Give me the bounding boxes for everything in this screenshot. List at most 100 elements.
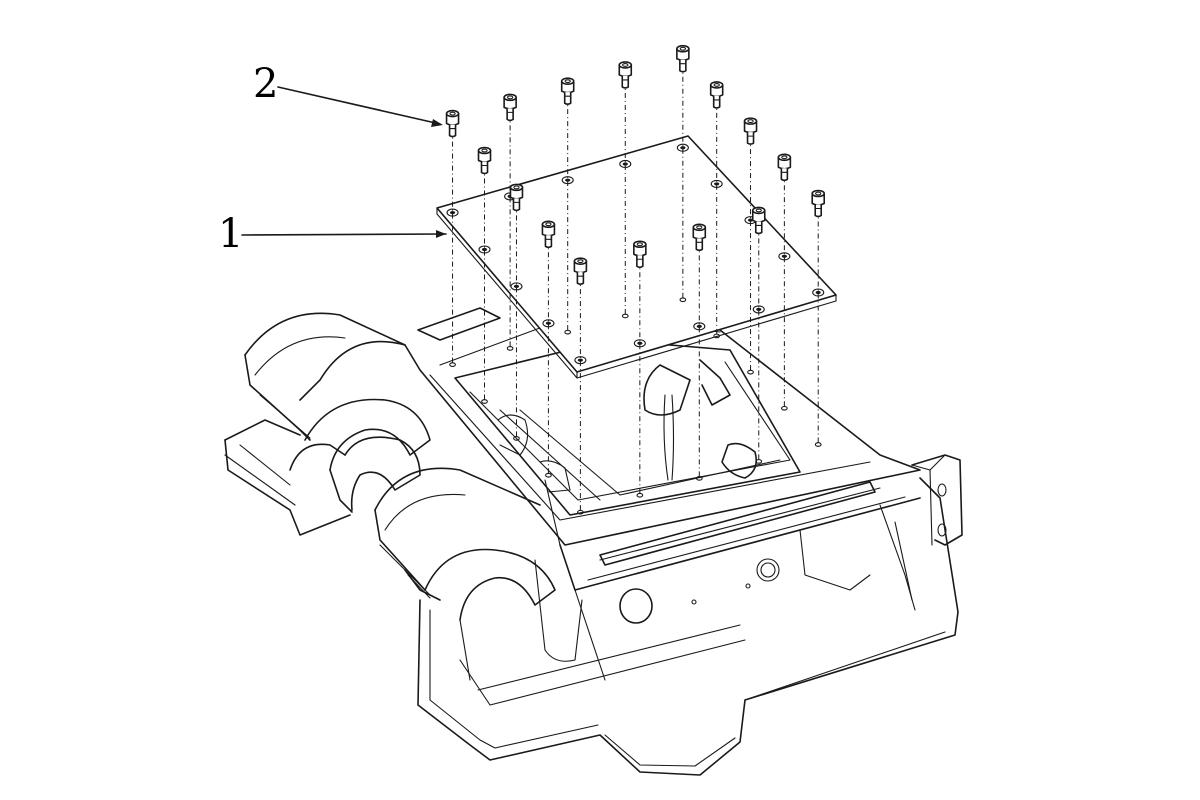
cap-screw [692, 223, 707, 252]
plate-hole-bore [513, 284, 520, 288]
plate-hole-bore [747, 218, 754, 222]
screw-head-top [541, 220, 556, 229]
cap-screw [633, 240, 647, 269]
plate-hole-bore [622, 162, 628, 166]
screw-head-top [445, 109, 460, 118]
hex-socket [622, 62, 629, 67]
screw-shank [695, 238, 704, 252]
plate-hole-bore [756, 307, 762, 312]
cylinder-saddles [244, 312, 583, 681]
housing-hole [695, 475, 703, 481]
hex-socket [545, 222, 552, 227]
screw-head-top [633, 240, 647, 249]
screw-head-top [751, 206, 766, 215]
plate-hole-bore [577, 358, 583, 362]
screw-shank [754, 221, 763, 235]
housing-hole [713, 333, 721, 339]
housing-body [224, 299, 963, 776]
leader-lines [241, 86, 447, 238]
screw-head-top [709, 81, 724, 89]
cap-screw [560, 77, 575, 105]
screw-shank [712, 95, 721, 109]
screw-head-top [676, 44, 690, 53]
cap-screw [751, 206, 766, 235]
hex-socket [755, 208, 762, 213]
screw-head-top [477, 146, 492, 155]
screw-head-top [777, 153, 792, 162]
housing-hole [449, 362, 456, 367]
screw-shank [814, 204, 823, 218]
screw-head-top [811, 189, 826, 198]
housing-hole [545, 472, 552, 478]
screw-head-top [618, 61, 633, 69]
leader-line-1 [241, 233, 447, 236]
screw-shank [746, 132, 755, 145]
plate-hole-bore [714, 182, 720, 186]
cap-screw [709, 81, 724, 109]
housing-hole [577, 509, 584, 515]
hex-socket [564, 79, 571, 84]
cap-screw [445, 109, 460, 138]
screw-shank [512, 198, 521, 212]
housing-hole [564, 329, 572, 335]
screw-shank [506, 108, 514, 122]
cap-screw [743, 117, 758, 145]
screw-shank [576, 272, 585, 285]
plate-hole-bore [481, 247, 488, 252]
hex-socket [636, 242, 643, 247]
housing-hole [636, 492, 644, 498]
hex-socket [481, 148, 488, 153]
plate-hole-bore [815, 290, 821, 295]
hex-socket [781, 155, 788, 160]
hex-socket [747, 119, 754, 124]
screw-shank [621, 75, 630, 89]
screw-shank [448, 124, 457, 138]
cap-screw [676, 44, 690, 73]
plate-hole-bore [449, 210, 456, 215]
plate-hole-bore [545, 321, 552, 325]
screw-head-top [573, 257, 588, 265]
screw-shank [480, 161, 489, 175]
cap-screw [509, 183, 524, 212]
plate-hole-bore [696, 324, 702, 328]
plate-hole-bore [680, 146, 686, 150]
housing-hole [481, 399, 488, 404]
screw-head-top [743, 117, 758, 125]
screw-head-top [503, 93, 517, 102]
housing-hole [781, 405, 788, 411]
callout-part-2: 2 [253, 61, 279, 107]
cap-screw [573, 257, 588, 285]
hex-socket [449, 111, 456, 116]
plate-hole-bore [565, 178, 571, 182]
cap-screw [477, 146, 492, 175]
hex-socket [815, 191, 822, 196]
screw-axis-lines [452, 64, 819, 513]
hex-socket [696, 225, 703, 230]
plate-hole-bore [637, 341, 643, 345]
cap-screw [541, 220, 556, 249]
leader-line-2 [277, 86, 441, 125]
plate-hole-bore [781, 254, 787, 258]
housing-hole [506, 346, 514, 351]
hex-socket [513, 185, 520, 190]
hex-socket [713, 82, 720, 87]
housing-hole [814, 442, 822, 447]
hex-socket [506, 95, 514, 100]
cap-screw [503, 93, 517, 122]
housing-hole [513, 436, 520, 441]
housing-hole [679, 297, 687, 303]
screw-head-top [560, 77, 575, 85]
housing-hole [621, 313, 629, 319]
cap-screw [777, 153, 792, 182]
screw-shank [780, 168, 789, 182]
cap-screws [445, 44, 826, 285]
housing-hole-pattern [449, 297, 822, 515]
cap-screw [811, 189, 826, 218]
screw-shank [544, 235, 553, 249]
screw-head-top [509, 183, 524, 192]
housing-hole [747, 369, 754, 375]
screw-shank [636, 255, 644, 269]
screw-shank [679, 59, 687, 73]
screw-shank [563, 92, 572, 105]
